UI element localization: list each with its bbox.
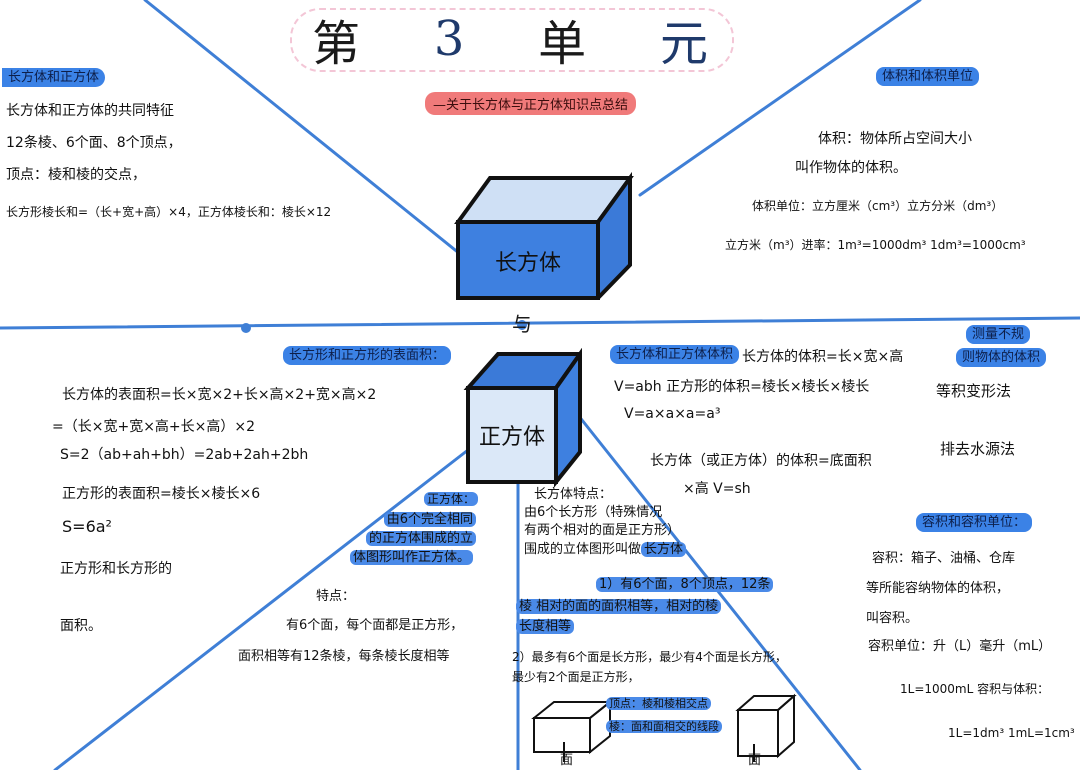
tag-capacity: 容积和容积单位： [916,513,1033,532]
cuboid-feature-text: 围成的立体图形叫做 [524,542,642,557]
cuboid-label: 长方体 [495,251,561,276]
tag-surface-area: 长方形和正方形的表面积： [283,346,452,365]
cuboid-extra-line: 2）最多有6个面是长方形，最少有4个面是长方形， [512,650,787,664]
cuboid-feature-line: 由6个长方形（特殊情况 [524,505,663,520]
capacity-line: 1L=1000mL 容积与体积： [900,682,1050,696]
title-char: 单 [538,16,587,72]
capacity-line: 容积：箱子、油桶、仓库 [872,551,1016,566]
title-decoration [290,8,734,72]
common-line: 长方体和正方体的共同特征 [6,103,174,119]
surface-line: 面积。 [60,618,102,634]
cuboid-icon: 长方体 [454,171,634,300]
cuboid-highlight-word: 长方体 [641,542,687,557]
cuboid-features-title: 长方体特点： [534,487,613,502]
common-line: 长方形棱长和=（长+宽+高）×4，正方体棱长和：棱长×12 [6,205,332,219]
volume-formula-line: V=abh 正方形的体积=棱长×棱长×棱长 [614,379,870,395]
volume-def-line: 叫作物体的体积。 [795,160,907,176]
surface-line: 正方形和长方形的 [60,561,172,577]
cube-icon: 正方体 [463,348,582,488]
cube-feature-line: 面积相等有12条棱，每条棱长度相等 [238,649,450,664]
cube-def-title: 正方体： [424,490,479,508]
title-char: 3 [433,11,465,67]
tag-cuboid-and-cube: 长方体和正方体 [2,68,106,87]
capacity-line: 容积单位：升（L）毫升（mL） [868,639,1052,654]
cube-def-tag: 正方体： [424,492,479,506]
method-equal-volume: 等积变形法 [936,382,1012,400]
surface-line: S=6a² [62,517,112,536]
tag-irregular-line1: 测量不规 [966,325,1031,344]
cuboid-feature-line: 有两个相对的面是正方形） [524,523,681,538]
cube-def-line: 由6个完全相同 [383,512,477,527]
volume-formula-line: 长方体（或正方体）的体积=底面积 [650,453,872,469]
cuboid-feature-highlight: 棱 相对的面的面积相等，相对的棱 [516,598,722,616]
edge-label: 棱：面和面相交的线段 [606,718,722,736]
cuboid-extra-line: 最少有2个面是正方形， [512,670,640,684]
volume-def-line: 体积：物体所占空间大小 [818,131,972,147]
method-water-displacement: 排去水源法 [940,440,1016,458]
cube-def-block: 由6个完全相同 的正方体围成的立 体图形叫作正方体。 [350,510,477,567]
cube-feature-title: 特点： [316,589,356,604]
cuboid-feature-highlight: 1）有6个面，8个顶点，12条 [596,576,774,594]
connector-text: 与 [512,312,532,336]
face-label-left: 面 [560,753,574,768]
surface-line: 长方体的表面积=长×宽×2+长×高×2+宽×高×2 [62,387,377,403]
cuboid-feature-line: 围成的立体图形叫做长方体 [524,541,687,559]
page-title: 第 3 单 元 [300,4,720,74]
volume-def-line: 立方米（m³）进率：1m³=1000dm³ 1dm³=1000cm³ [725,238,1026,252]
cuboid-highlight-line: 长度相等 [516,619,575,634]
capacity-line: 叫容积。 [866,611,919,626]
face-label-right: 面 [748,753,762,768]
volume-def-line: 体积单位：立方厘米（cm³）立方分米（dm³） [752,199,1004,213]
surface-line: =（长×宽+宽×高+长×高）×2 [52,419,256,435]
cube-feature-line: 有6个面，每个面都是正方形， [286,618,464,633]
tag-volume-formula: 长方体和正方体体积 [610,345,740,364]
cuboid-highlight-line: 棱 相对的面的面积相等，相对的棱 [516,599,722,614]
tag-irregular-line2: 则物体的体积 [956,348,1047,367]
cube-def-line: 体图形叫作正方体。 [350,550,474,565]
tag-volume-units: 体积和体积单位 [876,67,980,86]
common-line: 顶点：棱和棱的交点， [6,167,146,183]
surface-line: S=2（ab+ah+bh）=2ab+2ah+2bh [60,447,309,463]
capacity-line: 1L=1dm³ 1mL=1cm³ [948,726,1075,740]
volume-formula-line: V=a×a×a=a³ [624,406,721,422]
common-line: 12条棱、6个面、8个顶点， [6,135,182,151]
capacity-line: 等所能容纳物体的体积， [866,581,1010,596]
cuboid-highlight-line: 1）有6个面，8个顶点，12条 [596,577,774,592]
cube-label: 正方体 [479,425,545,450]
cuboid-feature-highlight: 长度相等 [516,618,575,636]
vertex-label-text: 顶点：棱和棱相交点 [606,697,711,710]
volume-formula-line: 长方体的体积=长×宽×高 [742,349,904,365]
title-char: 元 [659,16,708,72]
surface-line: 正方形的表面积=棱长×棱长×6 [62,486,261,502]
title-char: 第 [312,16,361,72]
volume-formula-line: ×高 V=sh [683,481,751,497]
subtitle-banner: —关于长方体与正方体知识点总结 [425,92,637,115]
edge-label-text: 棱：面和面相交的线段 [606,720,722,733]
vertex-label: 顶点：棱和棱相交点 [606,695,711,713]
cube-def-line: 的正方体围成的立 [366,531,477,546]
